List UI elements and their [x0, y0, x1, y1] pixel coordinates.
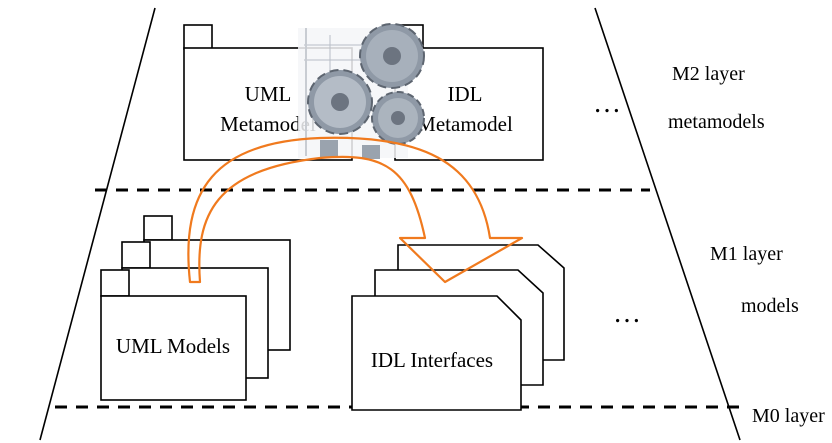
gears-icon: [298, 23, 425, 159]
m2-layer-kind: metamodels: [668, 111, 765, 133]
idl-interfaces-label: IDL Interfaces: [371, 348, 493, 372]
m1-ellipsis: …: [613, 298, 641, 329]
transformation-arrow: [187, 136, 524, 284]
m2-layer-name: M2 layer: [672, 63, 745, 85]
idl-metamodel-label-line2: Metamodel: [417, 112, 513, 136]
idl-metamodel-label-line1: IDL: [448, 82, 483, 106]
uml-models-label: UML Models: [116, 334, 230, 358]
m2-ellipsis: …: [593, 88, 621, 119]
m0-layer-name: M0 layer: [752, 405, 825, 427]
uml-models-package: UML Models: [100, 215, 291, 401]
uml-metamodel-label-line1: UML: [245, 82, 292, 106]
pyramid-right-edge: [594, 7, 741, 441]
pyramid-left-edge: [39, 7, 156, 441]
idl-interfaces-package: IDL Interfaces: [351, 244, 565, 411]
m1-layer-kind: models: [741, 295, 799, 317]
m1-layer-name: M1 layer: [710, 243, 783, 265]
